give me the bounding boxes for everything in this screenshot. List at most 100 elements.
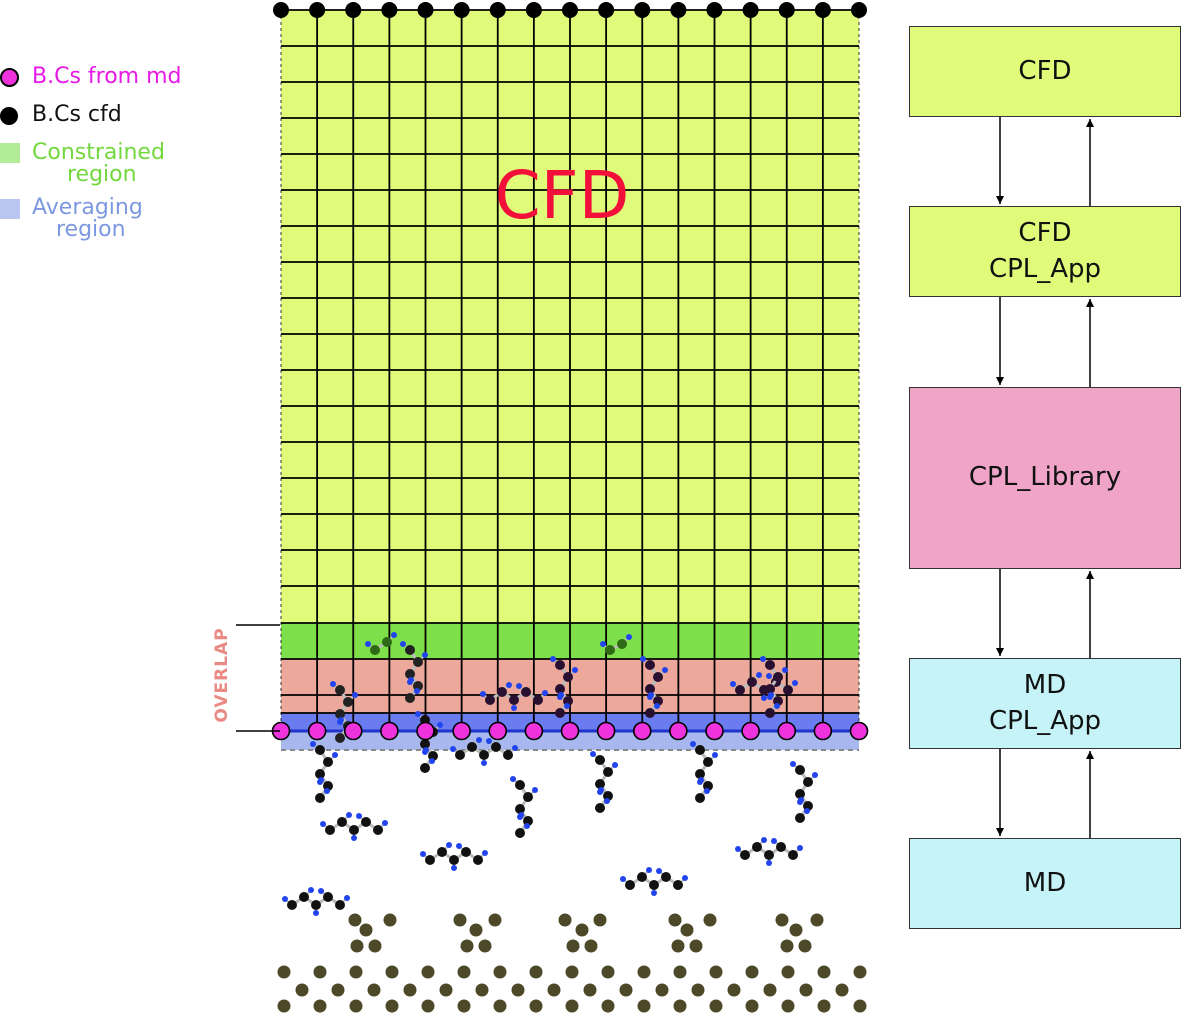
hydrogen-atom: [612, 762, 618, 768]
wall-atom: [511, 983, 525, 997]
wall-atom: [637, 999, 651, 1013]
carbon-atom: [523, 792, 533, 802]
md-bc-point: [524, 721, 544, 741]
stack-box-md-cpl-app: MD CPL_App: [909, 658, 1181, 749]
wall-atom: [703, 913, 717, 927]
hydrogen-atom: [282, 896, 288, 902]
carbon-atom: [595, 779, 605, 789]
wall-atom: [460, 939, 474, 953]
hydrogen-atom: [516, 683, 522, 689]
wall-atom: [277, 965, 291, 979]
carbon-atom: [485, 695, 495, 705]
wall-atom: [575, 923, 589, 937]
carbon-atom: [795, 765, 805, 775]
hydrogen-atom: [486, 738, 492, 744]
hydrogen-atom: [400, 641, 406, 647]
hydrogen-atom: [761, 695, 767, 701]
carbon-atom: [645, 684, 655, 694]
carbon-atom: [311, 900, 321, 910]
wall-atom: [798, 939, 812, 953]
carbon-atom: [335, 733, 345, 743]
cfd-grid: [281, 9, 859, 733]
wall-atom: [349, 999, 363, 1013]
carbon-atom: [752, 842, 762, 852]
hydrogen-atom: [812, 772, 818, 778]
md-bc-point: [596, 721, 616, 741]
md-bc-point: [777, 721, 797, 741]
molecule: [550, 656, 578, 718]
carbon-atom: [413, 657, 423, 667]
carbon-atom: [788, 850, 798, 860]
carbon-atom: [325, 825, 335, 835]
hydrogen-atom: [382, 820, 388, 826]
carbon-atom: [287, 900, 297, 910]
md-bc-point: [380, 721, 399, 741]
carbon-atom: [509, 695, 519, 705]
wall-atom: [313, 999, 327, 1013]
hydrogen-atom: [792, 680, 798, 686]
wall-atom: [566, 939, 580, 953]
wall-atom: [457, 965, 471, 979]
hydrogen-atom: [352, 692, 358, 698]
md-bc-point: [632, 721, 652, 741]
carbon-atom: [795, 813, 805, 823]
cfd-bc-point: [562, 2, 578, 18]
carbon-atom: [461, 847, 471, 857]
hydrogen-atom: [766, 860, 772, 866]
md-bc-point: [452, 721, 471, 741]
hydrogen-atom: [646, 867, 652, 873]
hydrogen-atom: [481, 760, 487, 766]
wall-atom: [313, 965, 327, 979]
overlap-bracket: [236, 624, 280, 732]
md-bc-point: [343, 721, 363, 741]
legend-label: Averaging: [32, 195, 143, 220]
box-label: CFD: [1018, 218, 1072, 249]
carbon-atom: [315, 769, 325, 779]
molecule: [320, 812, 388, 841]
molecule: [790, 761, 818, 823]
carbon-atom: [695, 793, 705, 803]
stack-arrows: [996, 117, 1094, 838]
hydrogen-atom: [346, 812, 352, 818]
hydrogen-atom: [506, 682, 512, 688]
legend-label: region: [67, 162, 137, 187]
carbon-atom: [703, 757, 713, 767]
hydrogen-atom: [640, 656, 646, 662]
carbon-atom: [405, 693, 415, 703]
wall-atom: [671, 939, 685, 953]
carbon-atom: [555, 660, 565, 670]
hydrogen-atom: [604, 798, 610, 804]
carbon-atom: [515, 828, 525, 838]
carbon-atom: [617, 639, 627, 649]
carbon-atom: [335, 685, 345, 695]
carbon-atom: [653, 672, 663, 682]
wall-atom: [547, 983, 561, 997]
wall-atom: [493, 965, 507, 979]
hydrogen-atom: [456, 843, 462, 849]
carbon-atom: [455, 750, 465, 760]
hydrogen-atom: [423, 747, 429, 753]
carbon-atom: [773, 672, 783, 682]
wall-atom: [385, 965, 399, 979]
wall-atom: [817, 965, 831, 979]
hydrogen-atom: [365, 641, 371, 647]
carbon-atom: [765, 660, 775, 670]
cfd-bc-point: [670, 2, 687, 18]
stack-box-cfd: CFD: [909, 26, 1181, 117]
cfd-bc-point: [706, 2, 723, 18]
carbon-atom: [503, 750, 513, 760]
hydrogen-atom: [318, 888, 324, 894]
hydrogen-atom: [572, 667, 578, 673]
molecule: [730, 672, 798, 701]
box-label: MD: [1023, 670, 1067, 701]
carbon-atom: [521, 687, 531, 697]
hydrogen-atom: [804, 808, 810, 814]
wall-atom: [565, 965, 579, 979]
carbon-atom: [747, 677, 757, 687]
carbon-atom: [765, 684, 775, 694]
wall-atom: [601, 965, 615, 979]
carbon-atom: [563, 672, 573, 682]
carbon-atom: [533, 695, 543, 705]
carbon-atom: [649, 880, 659, 890]
stack-box-md: MD: [909, 838, 1181, 929]
